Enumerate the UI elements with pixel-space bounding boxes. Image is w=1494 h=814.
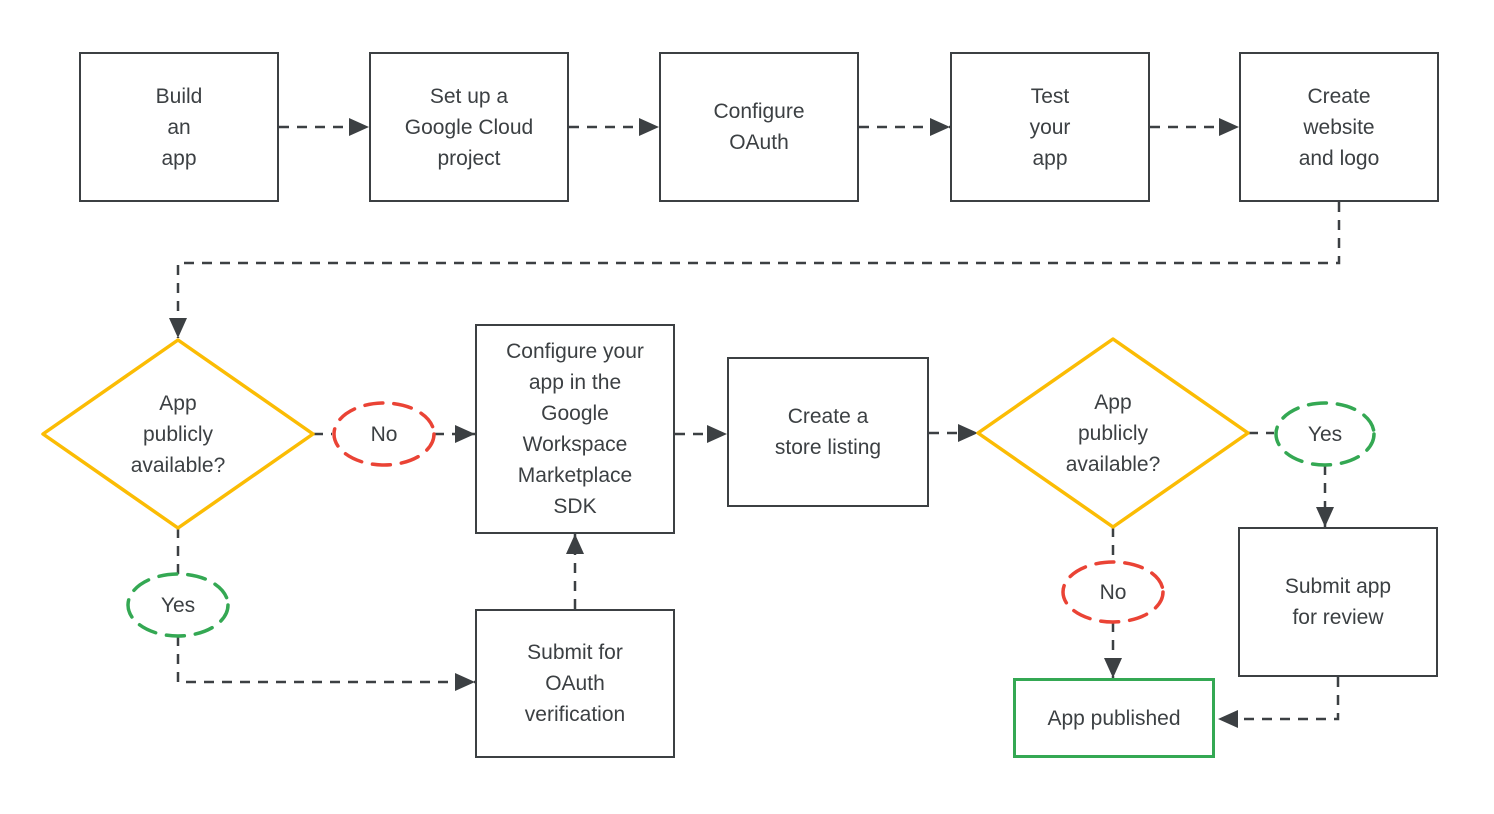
decision1-diamond <box>41 338 315 530</box>
node-configure-marketplace-sdk: Configure your app in the Google Workspa… <box>475 324 675 534</box>
node-build-an-app: Build an app <box>79 52 279 202</box>
node-setup-google-cloud-project: Set up a Google Cloud project <box>369 52 569 202</box>
node-label: Submit for OAuth verification <box>524 641 626 726</box>
node-create-website-and-logo: Create website and logo <box>1239 52 1439 202</box>
node-label: Test your app <box>1029 84 1071 170</box>
edge-yes-to-verification <box>176 636 475 691</box>
node-label: Configure OAuth <box>713 100 805 154</box>
no2-oval <box>1061 560 1165 624</box>
node-submit-app-for-review: Submit app for review <box>1238 527 1438 677</box>
yes1-oval <box>126 572 230 638</box>
node-label: Build an app <box>155 84 203 170</box>
node-label: App published <box>1047 706 1181 730</box>
node-label: Create website and logo <box>1298 84 1380 170</box>
edge-review-to-published <box>1218 677 1340 728</box>
node-label: Submit app for review <box>1284 575 1392 629</box>
yes2-oval <box>1274 401 1376 467</box>
node-submit-oauth-verification: Submit for OAuth verification <box>475 609 675 758</box>
node-create-store-listing: Create a store listing <box>727 357 929 507</box>
node-label: Create a store listing <box>774 405 882 459</box>
node-configure-oauth: Configure OAuth <box>659 52 859 202</box>
node-test-your-app: Test your app <box>950 52 1150 202</box>
edge-website-to-decision1 <box>169 202 1341 338</box>
node-app-published: App published <box>1013 678 1215 758</box>
node-label: Configure your app in the Google Workspa… <box>506 340 644 518</box>
node-label: Set up a Google Cloud project <box>404 84 534 170</box>
no1-oval <box>332 401 436 467</box>
decision2-diamond <box>976 337 1250 529</box>
